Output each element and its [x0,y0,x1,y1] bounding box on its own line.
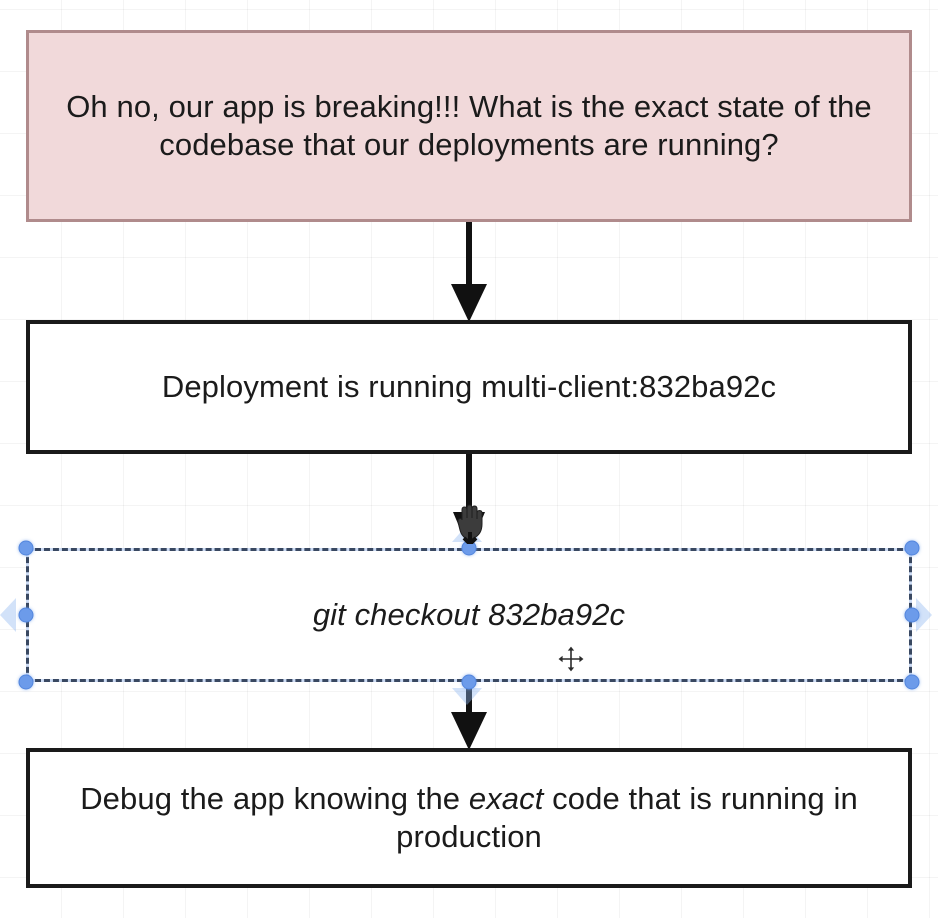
handle-bottom-center[interactable] [461,674,477,690]
handle-bottom-right[interactable] [904,674,920,690]
handle-bottom-left[interactable] [18,674,34,690]
debug-outcome-node[interactable]: Debug the app knowing the exact code tha… [26,748,912,888]
debug-text-part-2: code that is running in production [396,781,858,854]
handle-middle-left[interactable] [18,607,34,623]
problem-statement-text: Oh no, our app is breaking!!! What is th… [66,89,872,162]
handle-top-center[interactable] [461,540,477,556]
direction-arrow-down-icon[interactable] [452,688,482,705]
direction-arrow-left-icon[interactable] [0,598,16,632]
direction-arrow-right-icon[interactable] [916,598,932,632]
arrow-problem-to-deployment[interactable] [439,218,499,326]
handle-top-right[interactable] [904,540,920,556]
deployment-state-text: Deployment is running multi-client:832ba… [161,369,777,405]
handle-middle-right[interactable] [904,607,920,623]
debug-text-part-1: Debug the app knowing the [80,781,469,817]
git-checkout-node[interactable]: git checkout 832ba92c [26,548,912,682]
problem-statement-node[interactable]: Oh no, our app is breaking!!! What is th… [26,30,912,222]
deployment-state-node[interactable]: Deployment is running multi-client:832ba… [26,320,912,454]
debug-outcome-text: Debug the app knowing the exact code tha… [30,780,908,856]
direction-arrow-up-icon[interactable] [452,525,482,542]
git-checkout-text: git checkout 832ba92c [312,597,626,633]
handle-top-left[interactable] [18,540,34,556]
debug-text-emphasis: exact [468,781,544,817]
